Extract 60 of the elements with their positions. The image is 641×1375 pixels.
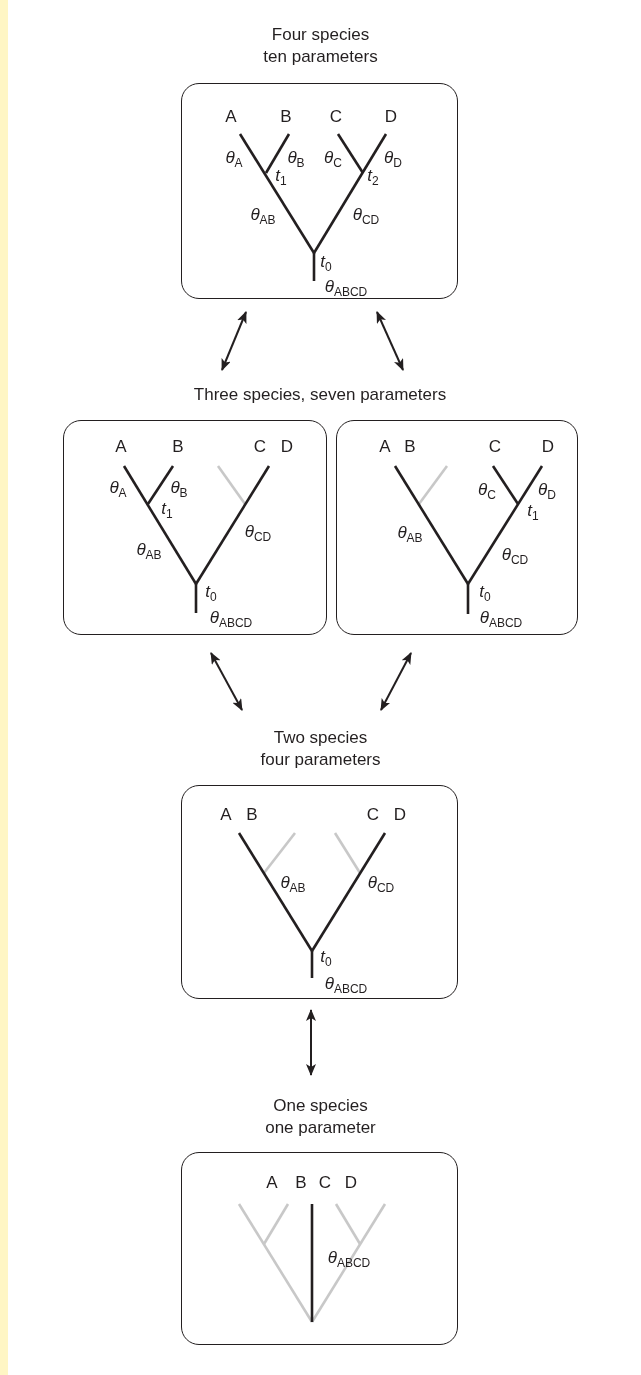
species-label: C xyxy=(318,1173,332,1191)
parameter-label: θ$_{A}$ xyxy=(225,149,243,169)
species-label: A xyxy=(220,805,232,823)
species-label: D xyxy=(280,437,294,455)
parameter-label: θ$_{CD}$ xyxy=(244,523,272,543)
species-label: A xyxy=(225,107,237,125)
parameter-label: θ$_{C}$ xyxy=(324,149,342,169)
parameter-label: θ$_{CD}$ xyxy=(501,546,529,566)
parameter-label: θ$_{AB}$ xyxy=(280,874,306,894)
species-label: C xyxy=(329,107,343,125)
species-label: A xyxy=(266,1173,278,1191)
parameter-label: θ$_{ABCD}$ xyxy=(324,278,368,298)
panel-heading: Four species ten parameters xyxy=(262,23,379,68)
parameter-label: θ$_{ABCD}$ xyxy=(327,1249,371,1269)
species-label: B xyxy=(172,437,184,455)
parameter-label: θ$_{D}$ xyxy=(384,149,402,169)
species-label: A xyxy=(115,437,127,455)
parameter-label: θ$_{AB}$ xyxy=(250,206,276,226)
parameter-label: θ$_{D}$ xyxy=(538,481,556,501)
species-label: C xyxy=(488,437,502,455)
double-arrow xyxy=(210,652,243,711)
time-label: t$_{1}$ xyxy=(161,500,173,520)
time-label: t$_{0}$ xyxy=(205,583,217,603)
double-arrow xyxy=(306,1009,316,1076)
species-label: D xyxy=(344,1173,358,1191)
parameter-label: θ$_{ABCD}$ xyxy=(209,609,253,629)
time-label: t$_{2}$ xyxy=(367,167,379,187)
time-label: t$_{1}$ xyxy=(275,167,287,187)
parameter-label: θ$_{AB}$ xyxy=(397,524,423,544)
double-arrow xyxy=(380,652,412,711)
parameter-label: θ$_{B}$ xyxy=(287,149,305,169)
panel-heading: One species one parameter xyxy=(264,1094,377,1139)
panel-heading: Three species, seven parameters xyxy=(193,383,447,406)
panel-heading: Two species four parameters xyxy=(259,726,382,771)
time-label: t$_{1}$ xyxy=(527,502,539,522)
double-arrow xyxy=(376,311,404,371)
parameter-label: θ$_{AB}$ xyxy=(136,541,162,561)
parameter-label: θ$_{C}$ xyxy=(478,481,496,501)
species-label: B xyxy=(404,437,416,455)
tree-panel xyxy=(336,420,578,635)
species-label: D xyxy=(541,437,555,455)
parameter-label: θ$_{ABCD}$ xyxy=(324,975,368,995)
double-arrow xyxy=(221,311,247,371)
species-label: B xyxy=(280,107,292,125)
time-label: t$_{0}$ xyxy=(320,253,332,273)
species-label: C xyxy=(366,805,380,823)
species-label: B xyxy=(246,805,258,823)
time-label: t$_{0}$ xyxy=(479,583,491,603)
species-label: C xyxy=(253,437,267,455)
tree-panel xyxy=(63,420,327,635)
parameter-label: θ$_{CD}$ xyxy=(352,206,380,226)
parameter-label: θ$_{B}$ xyxy=(170,479,188,499)
species-label: D xyxy=(384,107,398,125)
species-label: D xyxy=(393,805,407,823)
species-label: A xyxy=(379,437,391,455)
parameter-label: θ$_{A}$ xyxy=(109,479,127,499)
parameter-label: θ$_{CD}$ xyxy=(367,874,395,894)
species-label: B xyxy=(295,1173,307,1191)
time-label: t$_{0}$ xyxy=(320,948,332,968)
parameter-label: θ$_{ABCD}$ xyxy=(479,609,523,629)
